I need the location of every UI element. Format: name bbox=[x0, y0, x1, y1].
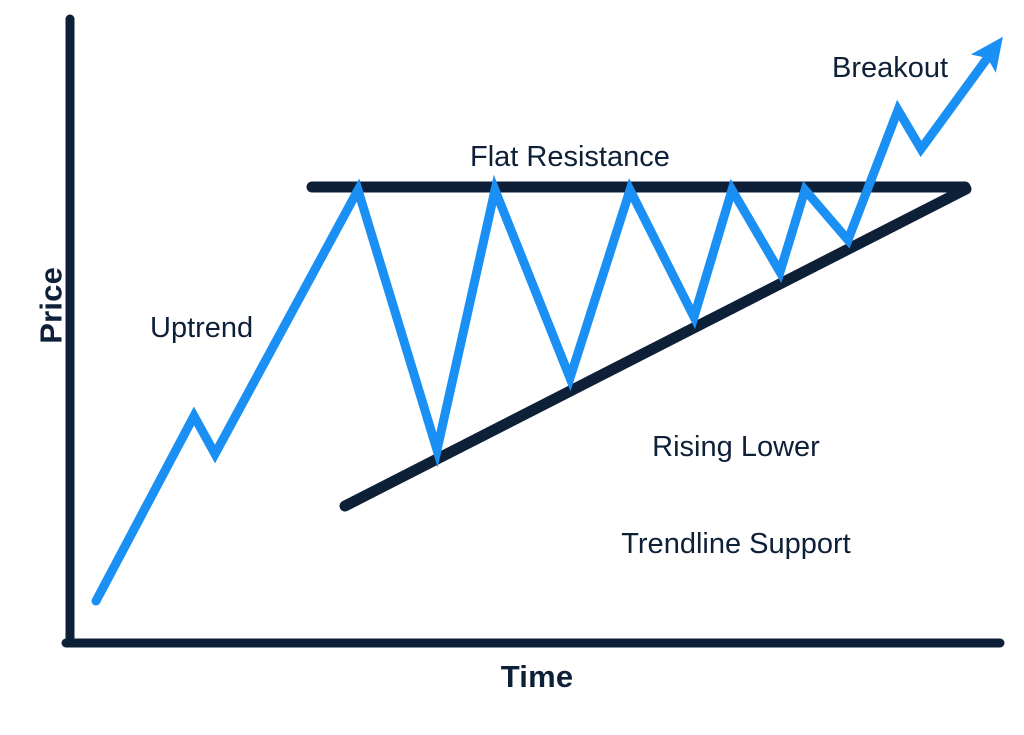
annotation-flat-resistance: Flat Resistance bbox=[470, 141, 670, 173]
annotation-breakout: Breakout bbox=[832, 52, 949, 84]
y-axis-label: Price bbox=[33, 266, 69, 344]
annotation-rising-trendline-support: Rising Lower Trendline Support bbox=[612, 366, 860, 626]
annotation-rising-support-line1: Rising Lower bbox=[652, 430, 820, 463]
rising-support-line bbox=[339, 183, 972, 512]
price-series-line bbox=[91, 36, 1003, 606]
annotation-rising-support-line2: Trendline Support bbox=[621, 528, 851, 561]
x-axis-label: Time bbox=[500, 659, 574, 694]
annotation-uptrend: Uptrend bbox=[150, 312, 254, 344]
